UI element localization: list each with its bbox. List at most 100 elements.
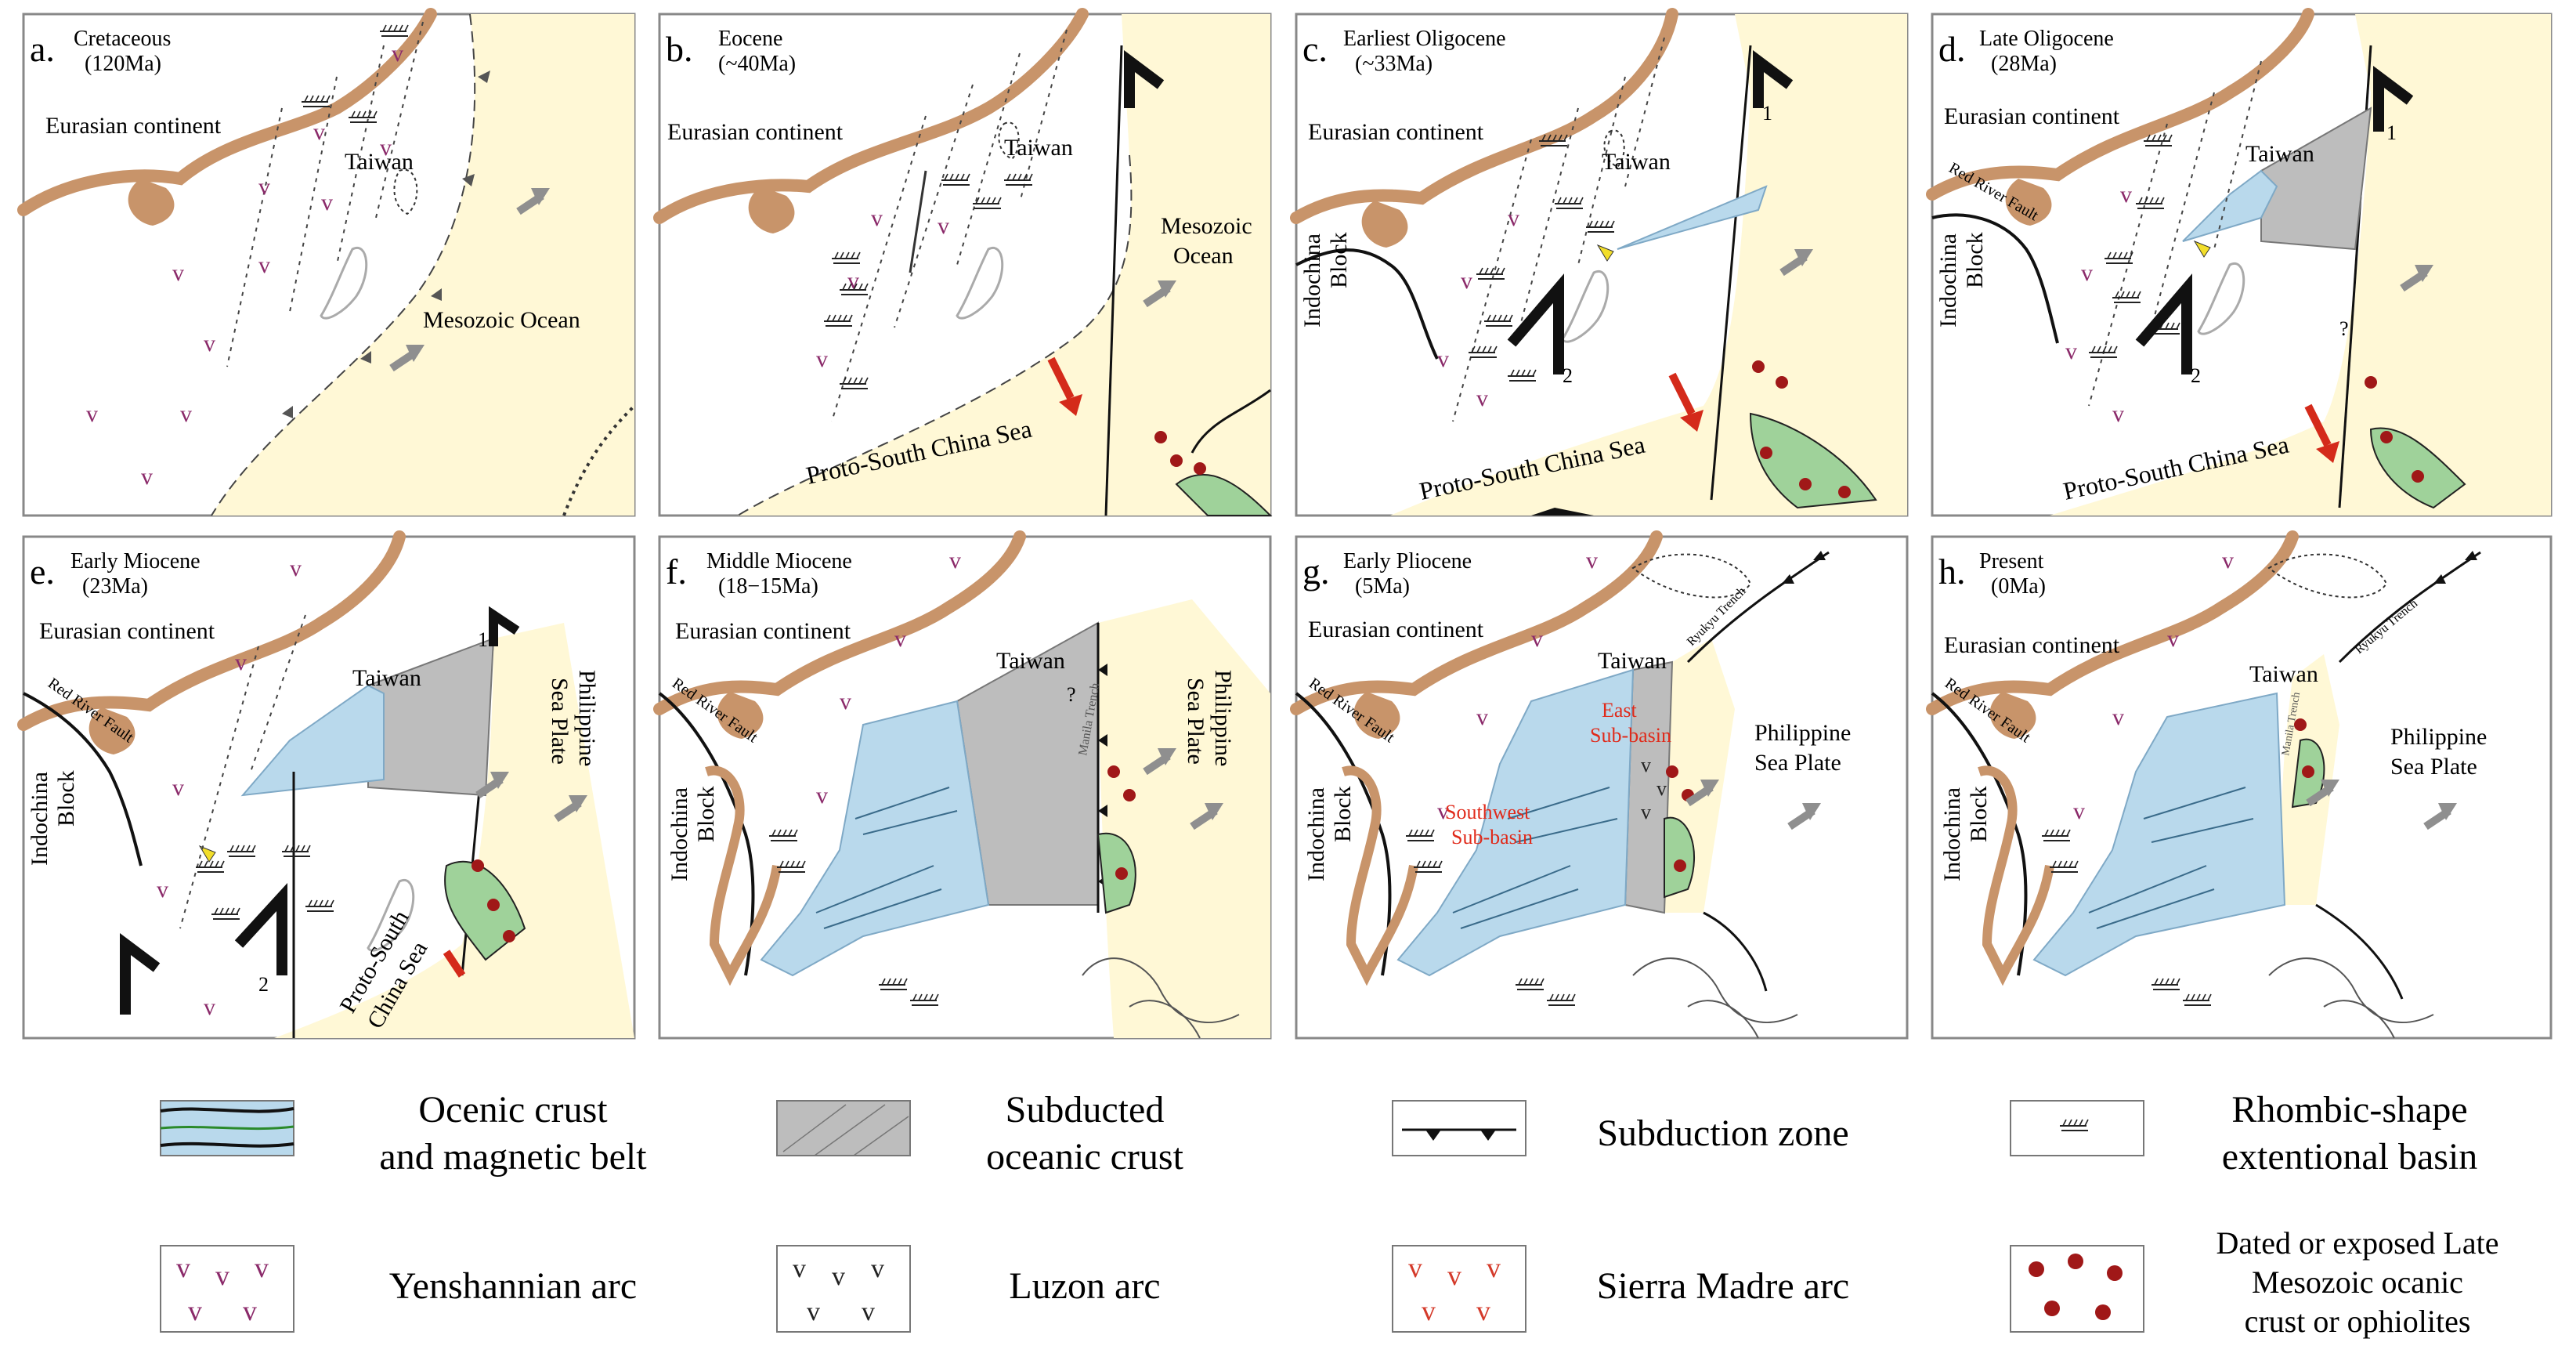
continent-label: Eurasian continent <box>39 618 215 644</box>
panel-age: (23Ma) <box>82 574 148 599</box>
indochina-label-1: Indochina <box>1935 233 1961 327</box>
panel-a: vvv vvv vvv vv a. Cretaceous (120Ma) Eur… <box>17 8 636 517</box>
taiwan-label: Taiwan <box>996 648 1065 674</box>
panel-letter: c. <box>1302 29 1328 69</box>
svg-text:v: v <box>807 1297 820 1326</box>
svg-text:v: v <box>847 268 859 294</box>
legend-item-oceanic-crust: Ocenic crust and magnetic belt <box>160 1089 647 1178</box>
svg-text:v: v <box>176 1252 190 1283</box>
svg-text:v: v <box>255 1252 269 1283</box>
svg-text:v: v <box>1437 346 1449 372</box>
indochina-label-1: Indochina <box>1303 787 1329 881</box>
svg-text:v: v <box>1531 626 1543 652</box>
indochina-label-1: Indochina <box>1299 233 1325 327</box>
legend-label: Yenshannian arc <box>389 1265 637 1307</box>
svg-text:v: v <box>816 346 828 372</box>
svg-text:v: v <box>1586 548 1598 573</box>
plate-label-2: Sea Plate <box>1754 750 1841 776</box>
svg-text:v: v <box>871 1254 884 1283</box>
legend-label: oceanic crust <box>986 1136 1184 1178</box>
taiwan-label: Taiwan <box>1004 135 1073 161</box>
svg-text:v: v <box>180 401 192 427</box>
panel-stage: Early Miocene <box>70 549 201 573</box>
east-subbasin-label-1: East <box>1602 699 1638 722</box>
ocean-label-2: Ocean <box>1173 243 1234 269</box>
plate-label-1: Philippine <box>1754 720 1851 746</box>
number-1: 1 <box>2386 121 2397 144</box>
taiwan-label: Taiwan <box>345 149 414 175</box>
plate-label-2: Sea Plate <box>2390 754 2477 780</box>
legend-item-subducted-crust: Subducted oceanic crust <box>776 1089 1184 1178</box>
svg-text:v: v <box>816 783 828 809</box>
panel-letter: b. <box>666 29 693 69</box>
indochina-label-1: Indochina <box>27 772 52 866</box>
legend-label: Rhombic-shape <box>2231 1089 2467 1131</box>
svg-text:v: v <box>2065 338 2077 364</box>
svg-text:v: v <box>2073 798 2085 824</box>
svg-text:v: v <box>1461 268 1472 294</box>
indochina-label-2: Block <box>1966 786 1992 842</box>
taiwan-label: Taiwan <box>2249 661 2318 687</box>
svg-text:v: v <box>2120 182 2132 208</box>
svg-text:v: v <box>215 1260 229 1291</box>
panel-stage: Earliest Oligocene <box>1343 27 1506 51</box>
sw-subbasin-label-2: Sub-basin <box>1451 826 1533 848</box>
plate-label-1: Philippine <box>574 670 600 766</box>
continent-label: Eurasian continent <box>675 618 851 644</box>
legend-label: Subducted <box>1006 1089 1165 1131</box>
svg-text:v: v <box>188 1295 202 1326</box>
svg-text:v: v <box>243 1295 257 1326</box>
svg-text:v: v <box>1437 798 1449 824</box>
svg-text:v: v <box>1641 754 1651 776</box>
taiwan-label: Taiwan <box>352 665 421 691</box>
plate-label-2: Sea Plate <box>1183 678 1209 765</box>
sw-subbasin-label-1: Southwest <box>1445 801 1530 823</box>
ocean-label: Mesozoic Ocean <box>423 307 580 333</box>
svg-text:v: v <box>793 1254 806 1283</box>
svg-text:v: v <box>1508 205 1519 231</box>
panel-stage: Eocene <box>718 27 782 51</box>
svg-text:v: v <box>871 205 883 231</box>
panel-age: (5Ma) <box>1355 574 1410 599</box>
legend-label: Dated or exposed Late <box>2217 1225 2499 1261</box>
panel-letter: g. <box>1302 552 1330 592</box>
svg-text:v: v <box>1476 385 1488 411</box>
plate-label-1: Philippine <box>1210 670 1236 766</box>
svg-text:v: v <box>832 1262 845 1291</box>
svg-text:v: v <box>2167 626 2179 652</box>
legend-label: Mesozoic ocanic <box>2252 1265 2463 1300</box>
svg-text:v: v <box>258 252 270 278</box>
continent-label: Eurasian continent <box>1308 617 1484 642</box>
panel-letter: a. <box>30 29 55 69</box>
continent-label: Eurasian continent <box>45 113 222 139</box>
svg-text:v: v <box>204 331 215 356</box>
legend-item-ophiolite-dots: Dated or exposed Late Mesozoic ocanic cr… <box>2010 1225 2499 1339</box>
legend-label: Subduction zone <box>1597 1113 1848 1154</box>
svg-text:v: v <box>938 213 949 239</box>
panel-age: (~40Ma) <box>718 52 796 76</box>
svg-text:v: v <box>1657 777 1667 800</box>
taiwan-label: Taiwan <box>1598 648 1667 674</box>
svg-text:v: v <box>949 548 961 573</box>
svg-text:v: v <box>258 174 270 200</box>
number-2: 2 <box>258 973 269 996</box>
svg-text:v: v <box>321 190 333 215</box>
panel-letter: h. <box>1938 552 1966 592</box>
panel-stage: Present <box>1979 549 2044 573</box>
panel-age: (~33Ma) <box>1355 52 1433 76</box>
svg-text:v: v <box>1641 801 1651 823</box>
legend-item-rhombic-basin: Rhombic-shape extentional basin <box>2010 1089 2477 1178</box>
svg-text:v: v <box>1476 1295 1490 1326</box>
svg-text:v: v <box>1422 1295 1436 1326</box>
panel-age: (120Ma) <box>85 52 161 76</box>
legend-label: and magnetic belt <box>379 1136 647 1178</box>
svg-text:v: v <box>862 1297 875 1326</box>
svg-text:v: v <box>204 994 215 1020</box>
